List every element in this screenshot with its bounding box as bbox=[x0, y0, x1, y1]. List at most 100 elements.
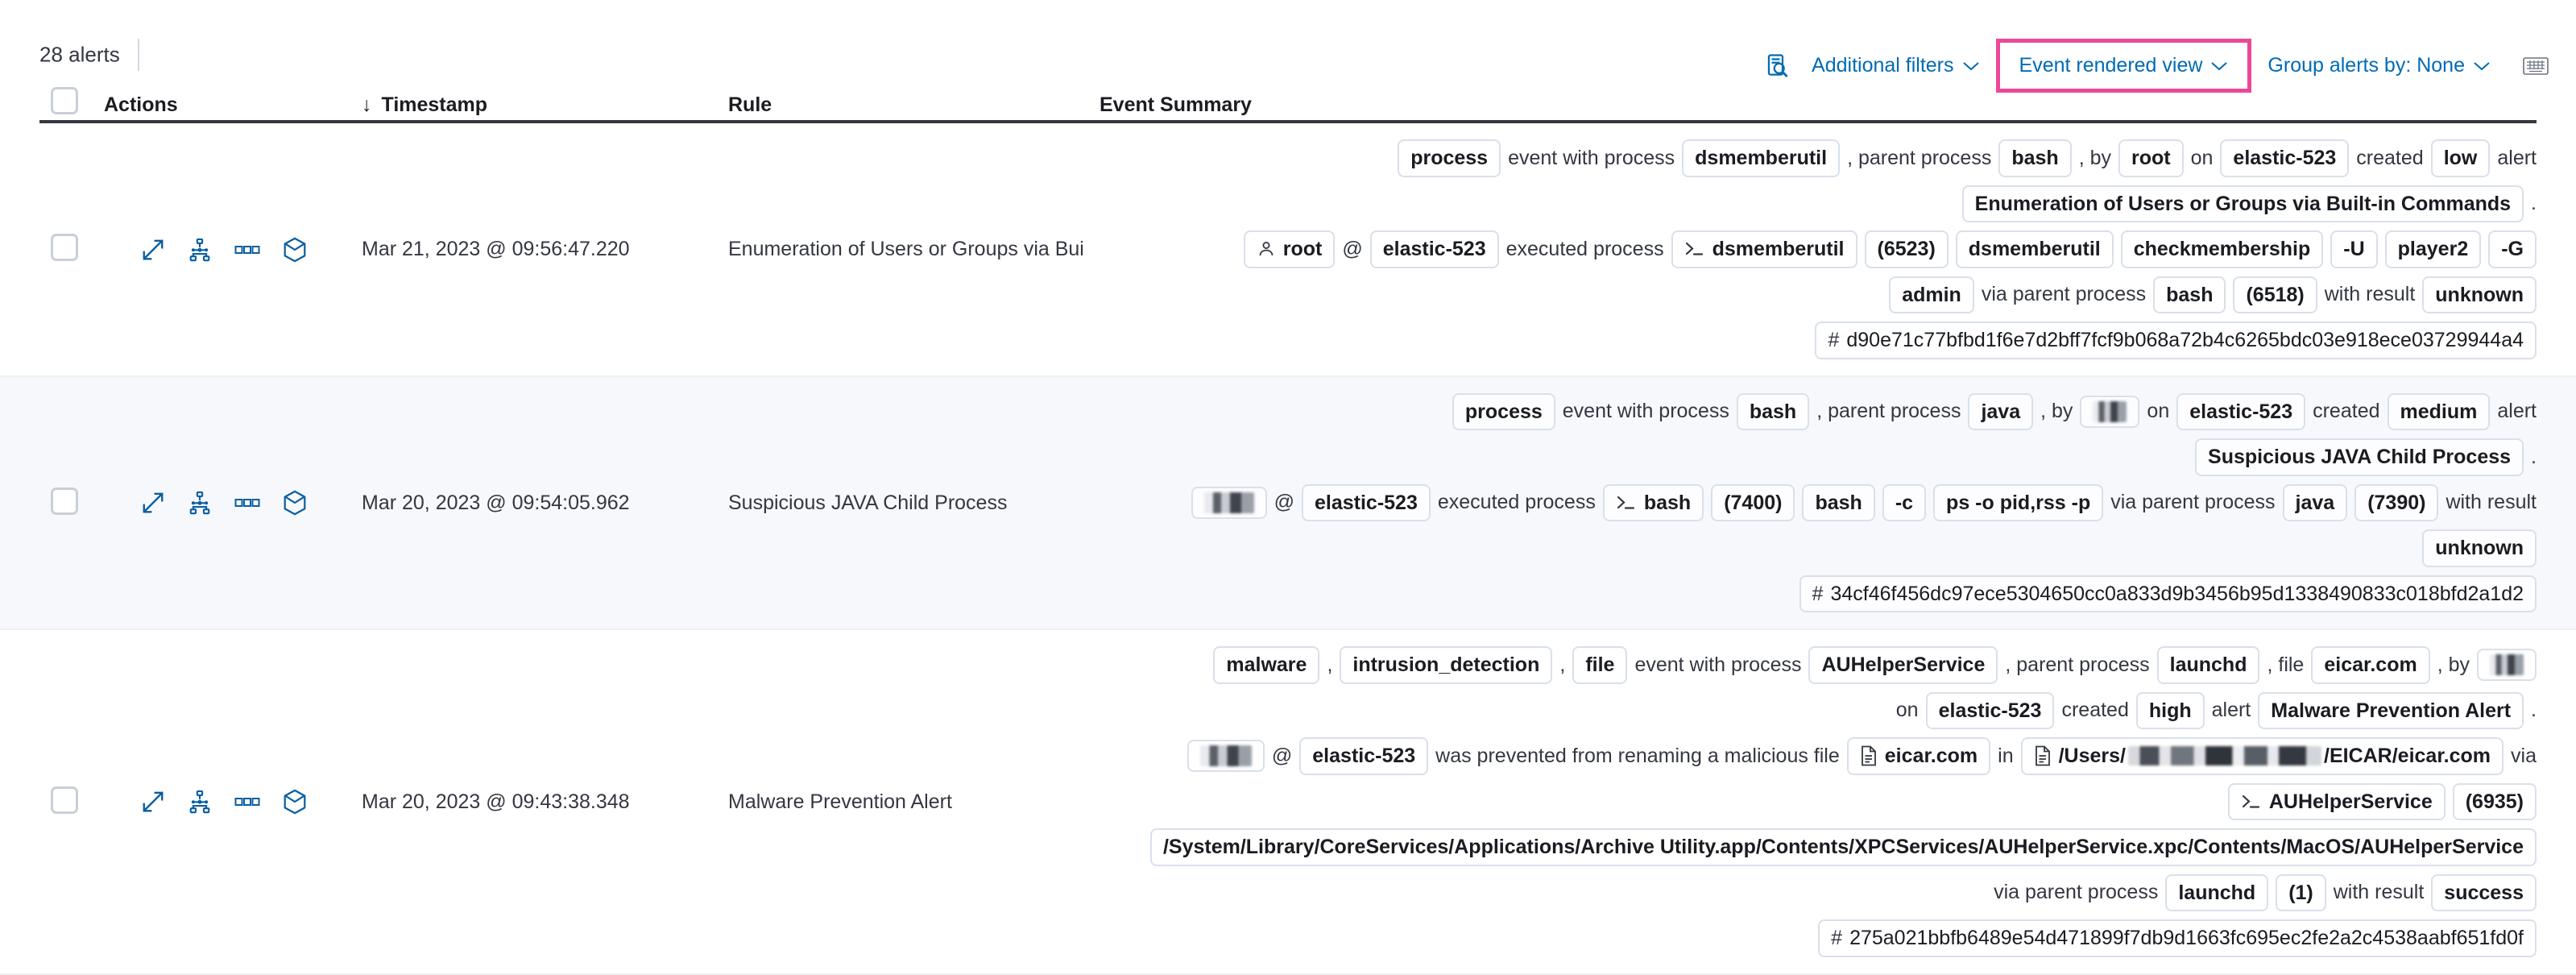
summary-chip[interactable]: intrusion_detection bbox=[1340, 646, 1553, 684]
summary-chip[interactable]: java bbox=[2282, 483, 2348, 521]
summary-chip[interactable]: -U bbox=[2330, 230, 2378, 268]
summary-chip[interactable]: elastic-523 bbox=[2176, 392, 2306, 430]
summary-chip[interactable]: Enumeration of Users or Groups via Built… bbox=[1961, 185, 2524, 222]
event-hash-chip[interactable]: #d90e71c77bfbd1f6e7d2bff7fcf9b068a72b4c6… bbox=[1815, 322, 2537, 359]
summary-chip[interactable]: /System/Library/CoreServices/Application… bbox=[1149, 828, 2537, 866]
summary-chip[interactable]: checkmembership bbox=[2120, 230, 2324, 268]
group-alerts-by-button[interactable]: Group alerts by: None bbox=[2256, 48, 2502, 84]
summary-chip[interactable]: unknown bbox=[2422, 276, 2537, 313]
summary-chip[interactable]: (7400) bbox=[1711, 483, 1795, 521]
summary-text: via bbox=[2511, 744, 2537, 767]
summary-chip[interactable]: process bbox=[1452, 392, 1555, 430]
summary-chip[interactable]: (6935) bbox=[2452, 782, 2537, 820]
summary-chip[interactable]: success bbox=[2431, 873, 2537, 911]
redacted-user-chip[interactable] bbox=[1187, 740, 1265, 773]
select-all-checkbox[interactable] bbox=[51, 87, 78, 120]
column-header-timestamp[interactable]: ↓ Timestamp bbox=[362, 93, 487, 117]
summary-chip-label: bash bbox=[1643, 491, 1692, 514]
summary-chip[interactable]: malware bbox=[1213, 646, 1320, 684]
additional-filters-button[interactable]: Additional filters bbox=[1800, 48, 1990, 84]
summary-chip[interactable]: java bbox=[1968, 392, 2034, 430]
summary-chip[interactable]: ps -o pid,rss -p bbox=[1933, 483, 2104, 521]
summary-chip-label: elastic-523 bbox=[2189, 400, 2293, 423]
summary-chip[interactable]: dsmemberutil bbox=[1955, 230, 2114, 268]
summary-chip[interactable]: file bbox=[1572, 646, 1628, 684]
cell-rule: Malware Prevention Alert bbox=[728, 790, 952, 813]
summary-chip[interactable]: player2 bbox=[2384, 230, 2482, 268]
summary-chip[interactable]: bash bbox=[1802, 483, 1875, 521]
summary-chip[interactable]: (6518) bbox=[2233, 276, 2317, 313]
summary-chip[interactable]: (7390) bbox=[2354, 483, 2439, 521]
event-rendered-view-button[interactable]: Event rendered view bbox=[2008, 48, 2240, 84]
summary-chip[interactable]: eicar.com bbox=[2311, 646, 2430, 684]
summary-chip[interactable]: elastic-523 bbox=[1299, 737, 1429, 775]
summary-chip[interactable]: (6523) bbox=[1864, 230, 1949, 268]
summary-chip[interactable]: -c bbox=[1882, 483, 1927, 521]
summary-chip[interactable]: process bbox=[1398, 139, 1501, 177]
more-actions-button[interactable] bbox=[234, 243, 260, 256]
expand-button[interactable] bbox=[141, 238, 165, 262]
keyboard-shortcuts-icon[interactable] bbox=[2523, 56, 2549, 77]
redacted-user-chip[interactable] bbox=[2477, 649, 2537, 682]
session-view-button[interactable] bbox=[283, 789, 307, 815]
summary-chip[interactable]: -G bbox=[2488, 230, 2537, 268]
summary-chip[interactable]: unknown bbox=[2422, 529, 2537, 567]
summary-chip[interactable]: bash bbox=[1736, 392, 1810, 430]
summary-chip[interactable]: medium bbox=[2387, 392, 2491, 430]
more-actions-button[interactable] bbox=[234, 795, 260, 808]
summary-chip[interactable]: bash bbox=[1998, 139, 2072, 177]
expand-button[interactable] bbox=[141, 491, 165, 515]
session-view-icon bbox=[283, 789, 307, 815]
summary-chip[interactable]: launchd bbox=[2156, 646, 2260, 684]
file-path-chip[interactable]: /Users//EICAR/eicar.com bbox=[2020, 737, 2504, 775]
analyze-event-button[interactable] bbox=[188, 491, 212, 515]
summary-chip[interactable]: elastic-523 bbox=[2220, 139, 2350, 177]
more-actions-button[interactable] bbox=[234, 496, 260, 509]
summary-chip[interactable]: admin bbox=[1889, 276, 1974, 313]
expand-button[interactable] bbox=[141, 790, 165, 814]
summary-chip[interactable]: eicar.com bbox=[1846, 737, 1991, 775]
summary-chip[interactable]: Suspicious JAVA Child Process bbox=[2195, 438, 2524, 476]
file-path-suffix: /EICAR/eicar.com bbox=[2324, 745, 2491, 767]
row-select-checkbox[interactable] bbox=[51, 487, 78, 519]
event-hash-chip[interactable]: #34cf46f456dc97ece5304650cc0a833d9b3456b… bbox=[1799, 575, 2537, 612]
summary-chip[interactable]: AUHelperService bbox=[1808, 646, 1998, 684]
row-select-checkbox[interactable] bbox=[51, 234, 78, 265]
summary-chip[interactable]: elastic-523 bbox=[1925, 691, 2055, 729]
event-hash-chip[interactable]: #275a021bbfb6489e54d471899f7db9d1663fc69… bbox=[1818, 919, 2537, 957]
session-view-button[interactable] bbox=[283, 237, 307, 263]
inspect-icon[interactable] bbox=[1757, 48, 1800, 85]
summary-chip-label: elastic-523 bbox=[1938, 699, 2042, 722]
redacted-user-chip[interactable] bbox=[1191, 486, 1267, 519]
summary-chip[interactable]: dsmemberutil bbox=[1671, 230, 1857, 268]
summary-chip[interactable]: AUHelperService bbox=[2227, 782, 2446, 820]
session-view-button[interactable] bbox=[283, 490, 307, 516]
summary-chip[interactable]: elastic-523 bbox=[1369, 230, 1499, 268]
expand-icon bbox=[141, 790, 165, 814]
analyze-event-button[interactable] bbox=[188, 238, 212, 262]
summary-chip[interactable]: bash bbox=[1602, 483, 1704, 521]
summary-chip[interactable]: elastic-523 bbox=[1302, 483, 1431, 521]
summary-chip[interactable]: high bbox=[2135, 691, 2205, 729]
summary-chip[interactable]: launchd bbox=[2165, 873, 2269, 911]
summary-chip[interactable]: Malware Prevention Alert bbox=[2258, 691, 2524, 729]
summary-chip[interactable]: dsmemberutil bbox=[1682, 139, 1841, 177]
summary-text: , by bbox=[2040, 400, 2073, 423]
row-select-checkbox[interactable] bbox=[51, 786, 78, 818]
summary-chip[interactable]: low bbox=[2430, 139, 2491, 177]
analyze-event-icon bbox=[188, 491, 212, 515]
summary-text: executed process bbox=[1437, 491, 1596, 514]
summary-text: event with process bbox=[1562, 400, 1729, 423]
summary-chip[interactable]: (1) bbox=[2276, 873, 2326, 911]
summary-chip-label: (7400) bbox=[1724, 491, 1783, 514]
summary-chip[interactable]: root bbox=[1243, 230, 1336, 268]
redacted-user-chip[interactable] bbox=[2080, 395, 2140, 428]
summary-chip[interactable]: root bbox=[2118, 139, 2184, 177]
analyze-event-button[interactable] bbox=[188, 790, 212, 814]
summary-chip[interactable]: bash bbox=[2153, 276, 2226, 313]
